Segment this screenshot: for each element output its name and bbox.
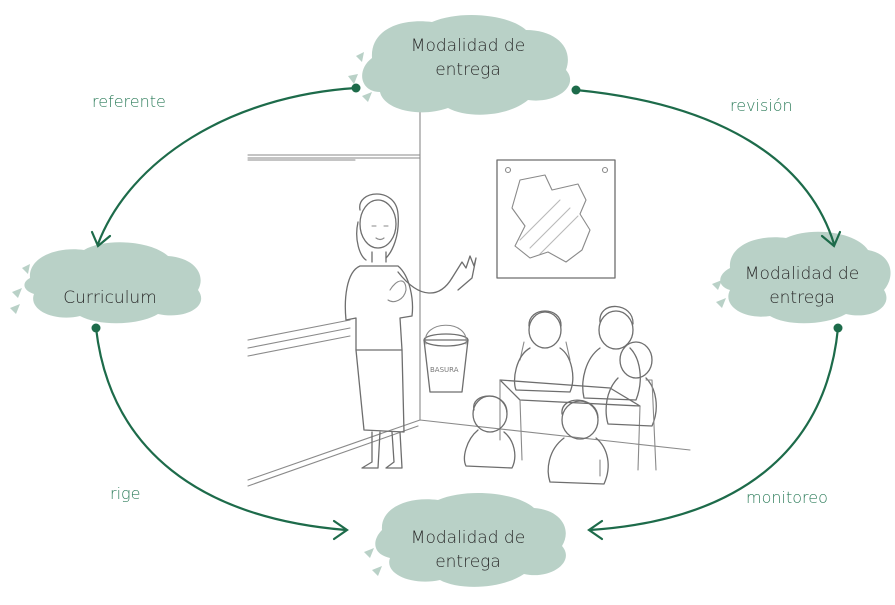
edge-label-referente: referente bbox=[92, 92, 166, 111]
node-right: Modalidad de entrega bbox=[722, 262, 882, 310]
node-bottom-line1: Modalidad de bbox=[410, 528, 526, 548]
cloud-top bbox=[348, 15, 571, 115]
arrow-left-to-bottom bbox=[91, 323, 349, 541]
node-bottom-line2: entrega bbox=[435, 552, 501, 572]
trash-bucket: BASURA bbox=[423, 324, 469, 393]
cloud-left bbox=[10, 242, 202, 324]
node-left: Curriculum bbox=[50, 286, 170, 310]
node-right-line1: Modalidad de bbox=[744, 264, 860, 284]
wall-map bbox=[496, 159, 616, 279]
edge-label-monitoreo: monitoreo bbox=[746, 488, 828, 507]
cloud-bottom bbox=[364, 493, 566, 587]
edge-label-rige: rige bbox=[110, 484, 141, 503]
arrow-right-to-bottom bbox=[587, 323, 843, 541]
classroom-illustration: BASURA bbox=[247, 29, 691, 487]
arrow-top-to-left bbox=[90, 83, 361, 248]
teacher-figure bbox=[344, 193, 477, 469]
cloud-right bbox=[712, 231, 891, 324]
edge-label-revision: revisión bbox=[730, 96, 793, 115]
arrow-top-to-right bbox=[571, 85, 842, 248]
node-left-label: Curriculum bbox=[63, 288, 157, 308]
node-right-line2: entrega bbox=[769, 288, 835, 308]
bucket-label: BASURA bbox=[430, 366, 459, 374]
node-top: Modalidad de entrega bbox=[388, 34, 548, 82]
node-bottom: Modalidad de entrega bbox=[388, 526, 548, 574]
children-group bbox=[463, 305, 657, 485]
node-top-line1: Modalidad de bbox=[410, 36, 526, 56]
node-top-line2: entrega bbox=[435, 60, 501, 80]
